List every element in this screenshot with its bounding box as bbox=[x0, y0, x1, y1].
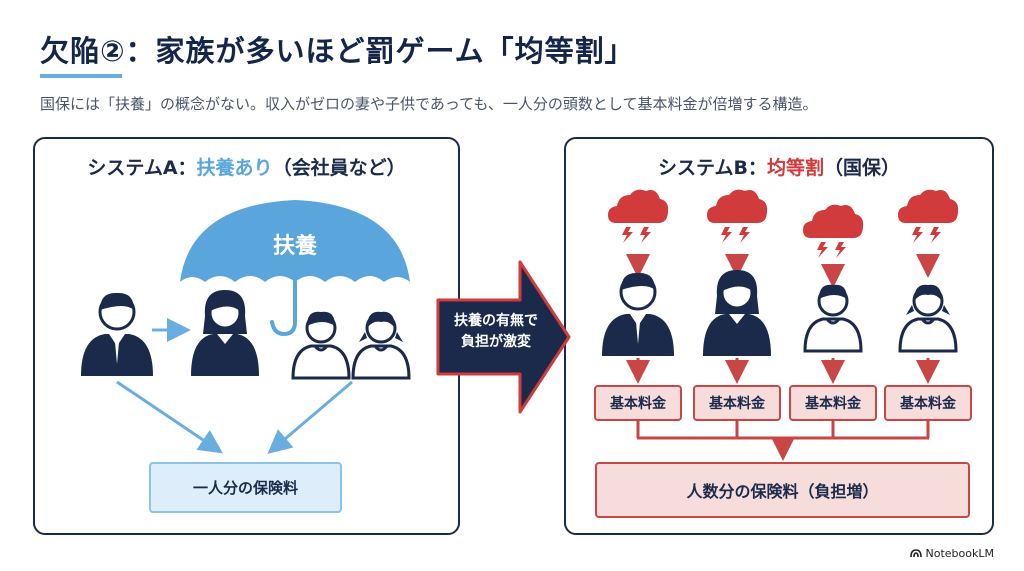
son-icon bbox=[291, 310, 351, 380]
mother-icon bbox=[701, 268, 773, 358]
system-b-title-highlight: 均等割 bbox=[766, 157, 824, 179]
storm-cloud-icon bbox=[803, 204, 864, 258]
base-fee-box: 基本料金 bbox=[693, 385, 781, 421]
system-a-title: システムA：扶養あり（会社員など） bbox=[35, 153, 458, 180]
page-subtitle: 国保には「扶養」の概念がない。収入がゼロの妻や子供であっても、一人分の頭数として… bbox=[40, 95, 818, 113]
brand-name: NotebookLM bbox=[925, 547, 994, 560]
umbrella-label: 扶養 bbox=[272, 234, 317, 259]
mother-icon bbox=[189, 288, 261, 378]
father-icon bbox=[79, 291, 155, 378]
page-title: 欠陥②：家族が多いほど罰ゲーム「均等割」 bbox=[40, 34, 635, 68]
center-arrow-line2: 負担が激変 bbox=[461, 334, 531, 350]
system-a-title-prefix: システムA： bbox=[87, 157, 197, 179]
system-b-title-suffix: （国保） bbox=[823, 157, 900, 179]
arrow-down-icon bbox=[267, 380, 353, 454]
system-b-title-prefix: システムB： bbox=[658, 157, 767, 179]
father-icon bbox=[600, 271, 676, 358]
center-arrow-label: 扶養の有無で 負担が激変 bbox=[441, 311, 551, 353]
base-fee-box: 基本料金 bbox=[594, 385, 682, 421]
system-b-title: システムB：均等割（国保） bbox=[566, 153, 992, 180]
center-arrow-line1: 扶養の有無で bbox=[454, 313, 538, 329]
base-fee-box: 基本料金 bbox=[884, 385, 972, 421]
title-underline bbox=[40, 74, 122, 78]
daughter-icon bbox=[898, 283, 958, 353]
storm-cloud-icon bbox=[608, 189, 669, 243]
arrow-down-icon bbox=[116, 380, 223, 454]
son-icon bbox=[803, 283, 863, 353]
base-fee-box: 基本料金 bbox=[789, 385, 877, 421]
system-a-title-highlight: 扶養あり bbox=[196, 157, 273, 179]
system-a-title-suffix: （会社員など） bbox=[272, 157, 406, 179]
umbrella-icon bbox=[180, 200, 410, 337]
storm-cloud-icon bbox=[898, 189, 959, 243]
daughter-icon bbox=[351, 310, 411, 380]
merge-connector bbox=[636, 421, 930, 461]
brand: NotebookLM bbox=[909, 547, 994, 560]
single-premium-box: 一人分の保険料 bbox=[149, 462, 342, 513]
storm-cloud-icon bbox=[707, 189, 768, 243]
big-arrow-icon bbox=[436, 260, 571, 414]
notebooklm-logo-icon bbox=[909, 549, 922, 558]
total-premium-box: 人数分の保険料（負担増） bbox=[595, 462, 970, 518]
